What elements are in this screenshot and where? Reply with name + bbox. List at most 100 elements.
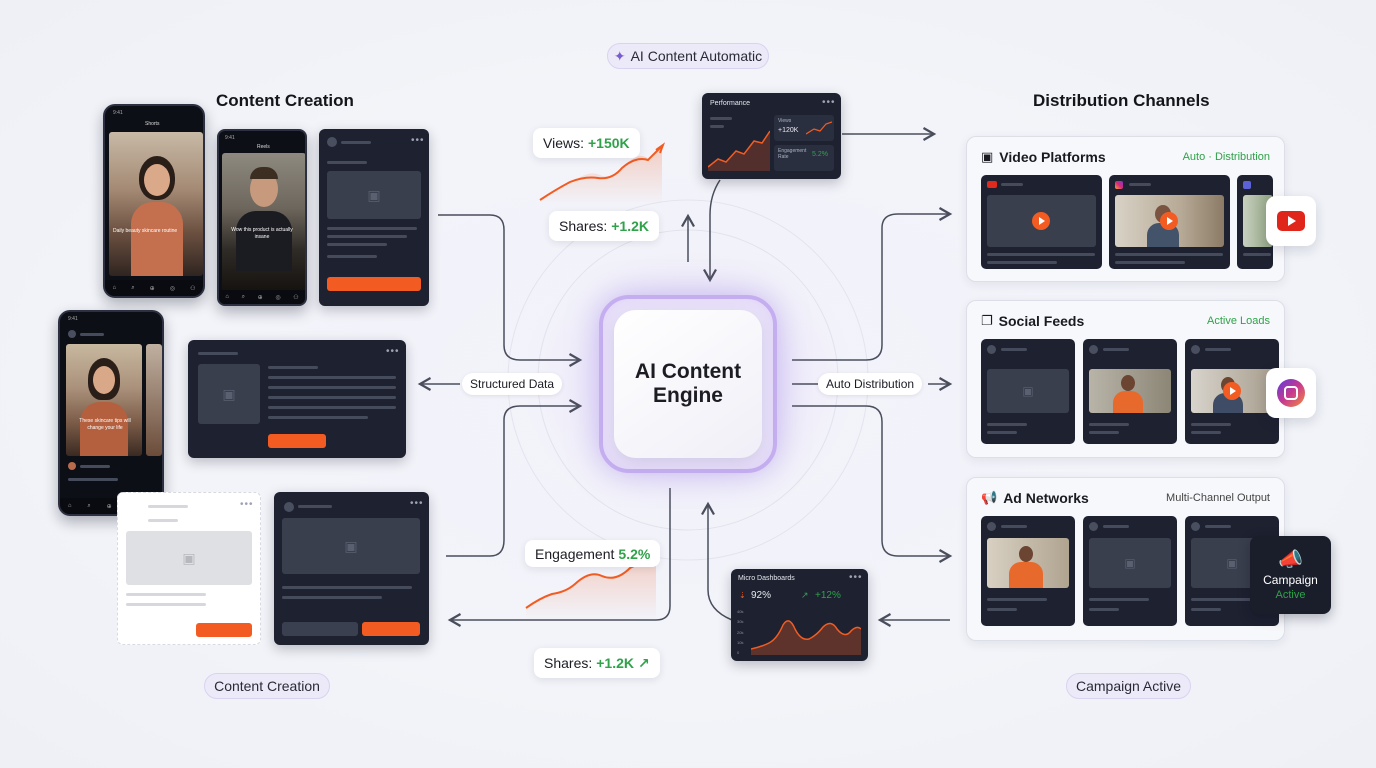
- stat-up-icon: ↗: [801, 590, 809, 600]
- y-axis: 40k 30k 20k 10k 0: [737, 609, 743, 655]
- views-stat-box: Views +120K: [774, 115, 834, 141]
- more-icon[interactable]: •••: [411, 135, 425, 146]
- cta-button[interactable]: [327, 277, 421, 291]
- phone-caption: Daily beauty skincare routine: [113, 228, 178, 234]
- channel-status: Multi-Channel Output: [1166, 492, 1270, 504]
- image-placeholder-icon: ▣: [327, 171, 421, 219]
- views-value: +150K: [587, 135, 630, 151]
- avatar: [327, 137, 337, 147]
- cta-button[interactable]: [268, 434, 326, 448]
- feed-card[interactable]: [1083, 339, 1177, 444]
- megaphone-icon: 📣: [1278, 549, 1303, 571]
- feed-photo: [1089, 369, 1171, 413]
- content-card-template[interactable]: ••• ▣: [319, 129, 429, 306]
- video-card[interactable]: [981, 175, 1102, 269]
- feed-card[interactable]: [1185, 339, 1279, 444]
- more-icon[interactable]: •••: [410, 498, 424, 509]
- add-icon[interactable]: ⊕: [149, 285, 155, 292]
- performance-chart: [708, 130, 770, 171]
- more-icon[interactable]: •••: [240, 499, 254, 510]
- social-feeds-panel[interactable]: ❐ Social Feeds Active Loads ▣: [966, 300, 1285, 458]
- ai-content-automatic-tag: ✦ AI Content Automatic: [607, 43, 769, 69]
- content-card-post[interactable]: ••• ▣: [274, 492, 429, 645]
- shares-label: Shares:: [559, 218, 608, 234]
- trend-up-icon: ↗: [638, 654, 650, 671]
- sparkle-icon: ✦: [613, 47, 626, 64]
- phone-status-time: 9:41: [113, 110, 123, 116]
- channel-label: Video Platforms: [999, 149, 1106, 165]
- shares-metric-bottom: Shares: +1.2K ↗: [534, 648, 660, 678]
- feed-card[interactable]: ▣: [981, 339, 1075, 444]
- content-creation-title: Content Creation: [216, 91, 354, 110]
- views-metric: Views: +150K: [533, 128, 640, 158]
- channel-label: Social Feeds: [998, 313, 1085, 329]
- cta-button[interactable]: [362, 622, 420, 636]
- phone-feed[interactable]: 9:41 These skincare tips will change you…: [58, 310, 164, 516]
- stat-down-icon: ⇣: [739, 591, 746, 600]
- video-platforms-panel[interactable]: ▣ Video Platforms Auto · Distribution: [966, 136, 1285, 282]
- campaign-active-card[interactable]: 📣 Campaign Active: [1250, 536, 1331, 614]
- image-placeholder-icon: ▣: [126, 531, 252, 585]
- engagement-metric: Engagement 5.2%: [525, 540, 661, 567]
- more-icon[interactable]: •••: [822, 97, 836, 108]
- micro-title: Micro Dashboards: [738, 575, 795, 582]
- instagram-icon[interactable]: [1266, 368, 1316, 418]
- auto-distribution-label: Auto Distribution: [818, 373, 923, 395]
- ad-photo: [987, 538, 1069, 588]
- search-icon[interactable]: ⌕: [241, 293, 245, 300]
- phone-header: Shorts: [145, 121, 160, 127]
- ad-networks-panel[interactable]: 📢 Ad Networks Multi-Channel Output ▣ ▣: [966, 477, 1285, 641]
- content-card-light[interactable]: ••• ▣: [117, 492, 261, 645]
- engagement-stat-label: Engagement Rate: [778, 148, 807, 160]
- add-icon[interactable]: ⊕: [106, 503, 112, 510]
- image-placeholder-icon: ▣: [987, 369, 1069, 413]
- home-icon[interactable]: ⌂: [67, 503, 72, 509]
- engagement-label: Engagement: [535, 545, 615, 562]
- shares-label: Shares:: [544, 655, 593, 671]
- phone-caption: These skincare tips will change your lif…: [79, 418, 131, 431]
- play-icon[interactable]: [1160, 212, 1178, 230]
- content-creation-tag: Content Creation: [204, 673, 330, 699]
- search-icon[interactable]: ⌕: [131, 284, 135, 291]
- y-tick: 10k: [737, 639, 744, 645]
- inbox-icon[interactable]: ◎: [169, 285, 175, 292]
- profile-icon[interactable]: ⚇: [293, 294, 299, 301]
- ad-card[interactable]: ▣: [1083, 516, 1177, 626]
- phone-nav: ⌂ ⌕ ⊕ ◎ ⚇: [219, 290, 305, 304]
- video-thumbnail: [222, 153, 305, 291]
- micro-dashboard[interactable]: Micro Dashboards ••• ⇣ 92% ↗ +12% 40k 30…: [731, 569, 868, 661]
- add-icon[interactable]: ⊕: [257, 294, 263, 301]
- inbox-icon[interactable]: ◎: [275, 294, 281, 301]
- phone-shorts[interactable]: 9:41 Shorts Daily beauty skincare routin…: [103, 104, 205, 298]
- profile-icon[interactable]: ⚇: [190, 285, 196, 292]
- image-placeholder-icon: ▣: [1089, 538, 1171, 588]
- performance-dashboard[interactable]: Performance ••• Views +120K Engagement R…: [702, 93, 841, 179]
- phone-caption: Wow this product is actually insane: [231, 227, 293, 240]
- micro-stat1: 92%: [751, 590, 772, 601]
- play-icon[interactable]: [1032, 212, 1050, 230]
- micro-stat2: +12%: [815, 590, 841, 601]
- ad-card[interactable]: [981, 516, 1075, 626]
- cta-button[interactable]: [196, 623, 252, 637]
- home-icon[interactable]: ⌂: [225, 294, 229, 300]
- home-icon[interactable]: ⌂: [112, 285, 117, 291]
- engagement-value: 5.2%: [618, 545, 651, 562]
- more-icon[interactable]: •••: [386, 346, 400, 357]
- engagement-stat-box: Engagement Rate 5.2%: [774, 145, 834, 171]
- phone-reels[interactable]: 9:41 Reels Wow this product is actually …: [217, 129, 307, 306]
- video-icon: ▣: [981, 149, 994, 164]
- search-icon[interactable]: ⌕: [87, 502, 91, 509]
- ai-content-engine[interactable]: AI Content Engine: [614, 310, 762, 458]
- more-icon[interactable]: •••: [849, 572, 863, 583]
- views-sparkline: [806, 121, 832, 135]
- content-card-wide[interactable]: ••• ▣: [188, 340, 406, 458]
- y-tick: 40k: [737, 609, 744, 614]
- secondary-button[interactable]: [282, 622, 358, 636]
- youtube-icon[interactable]: [1266, 196, 1316, 246]
- engine-label-line1: AI Content: [634, 360, 742, 383]
- video-card[interactable]: [1109, 175, 1230, 269]
- y-tick: 0: [737, 650, 740, 655]
- phone-status-time: 9:41: [68, 316, 78, 322]
- top-tag-label: AI Content Automatic: [630, 48, 763, 64]
- play-icon[interactable]: [1223, 382, 1241, 400]
